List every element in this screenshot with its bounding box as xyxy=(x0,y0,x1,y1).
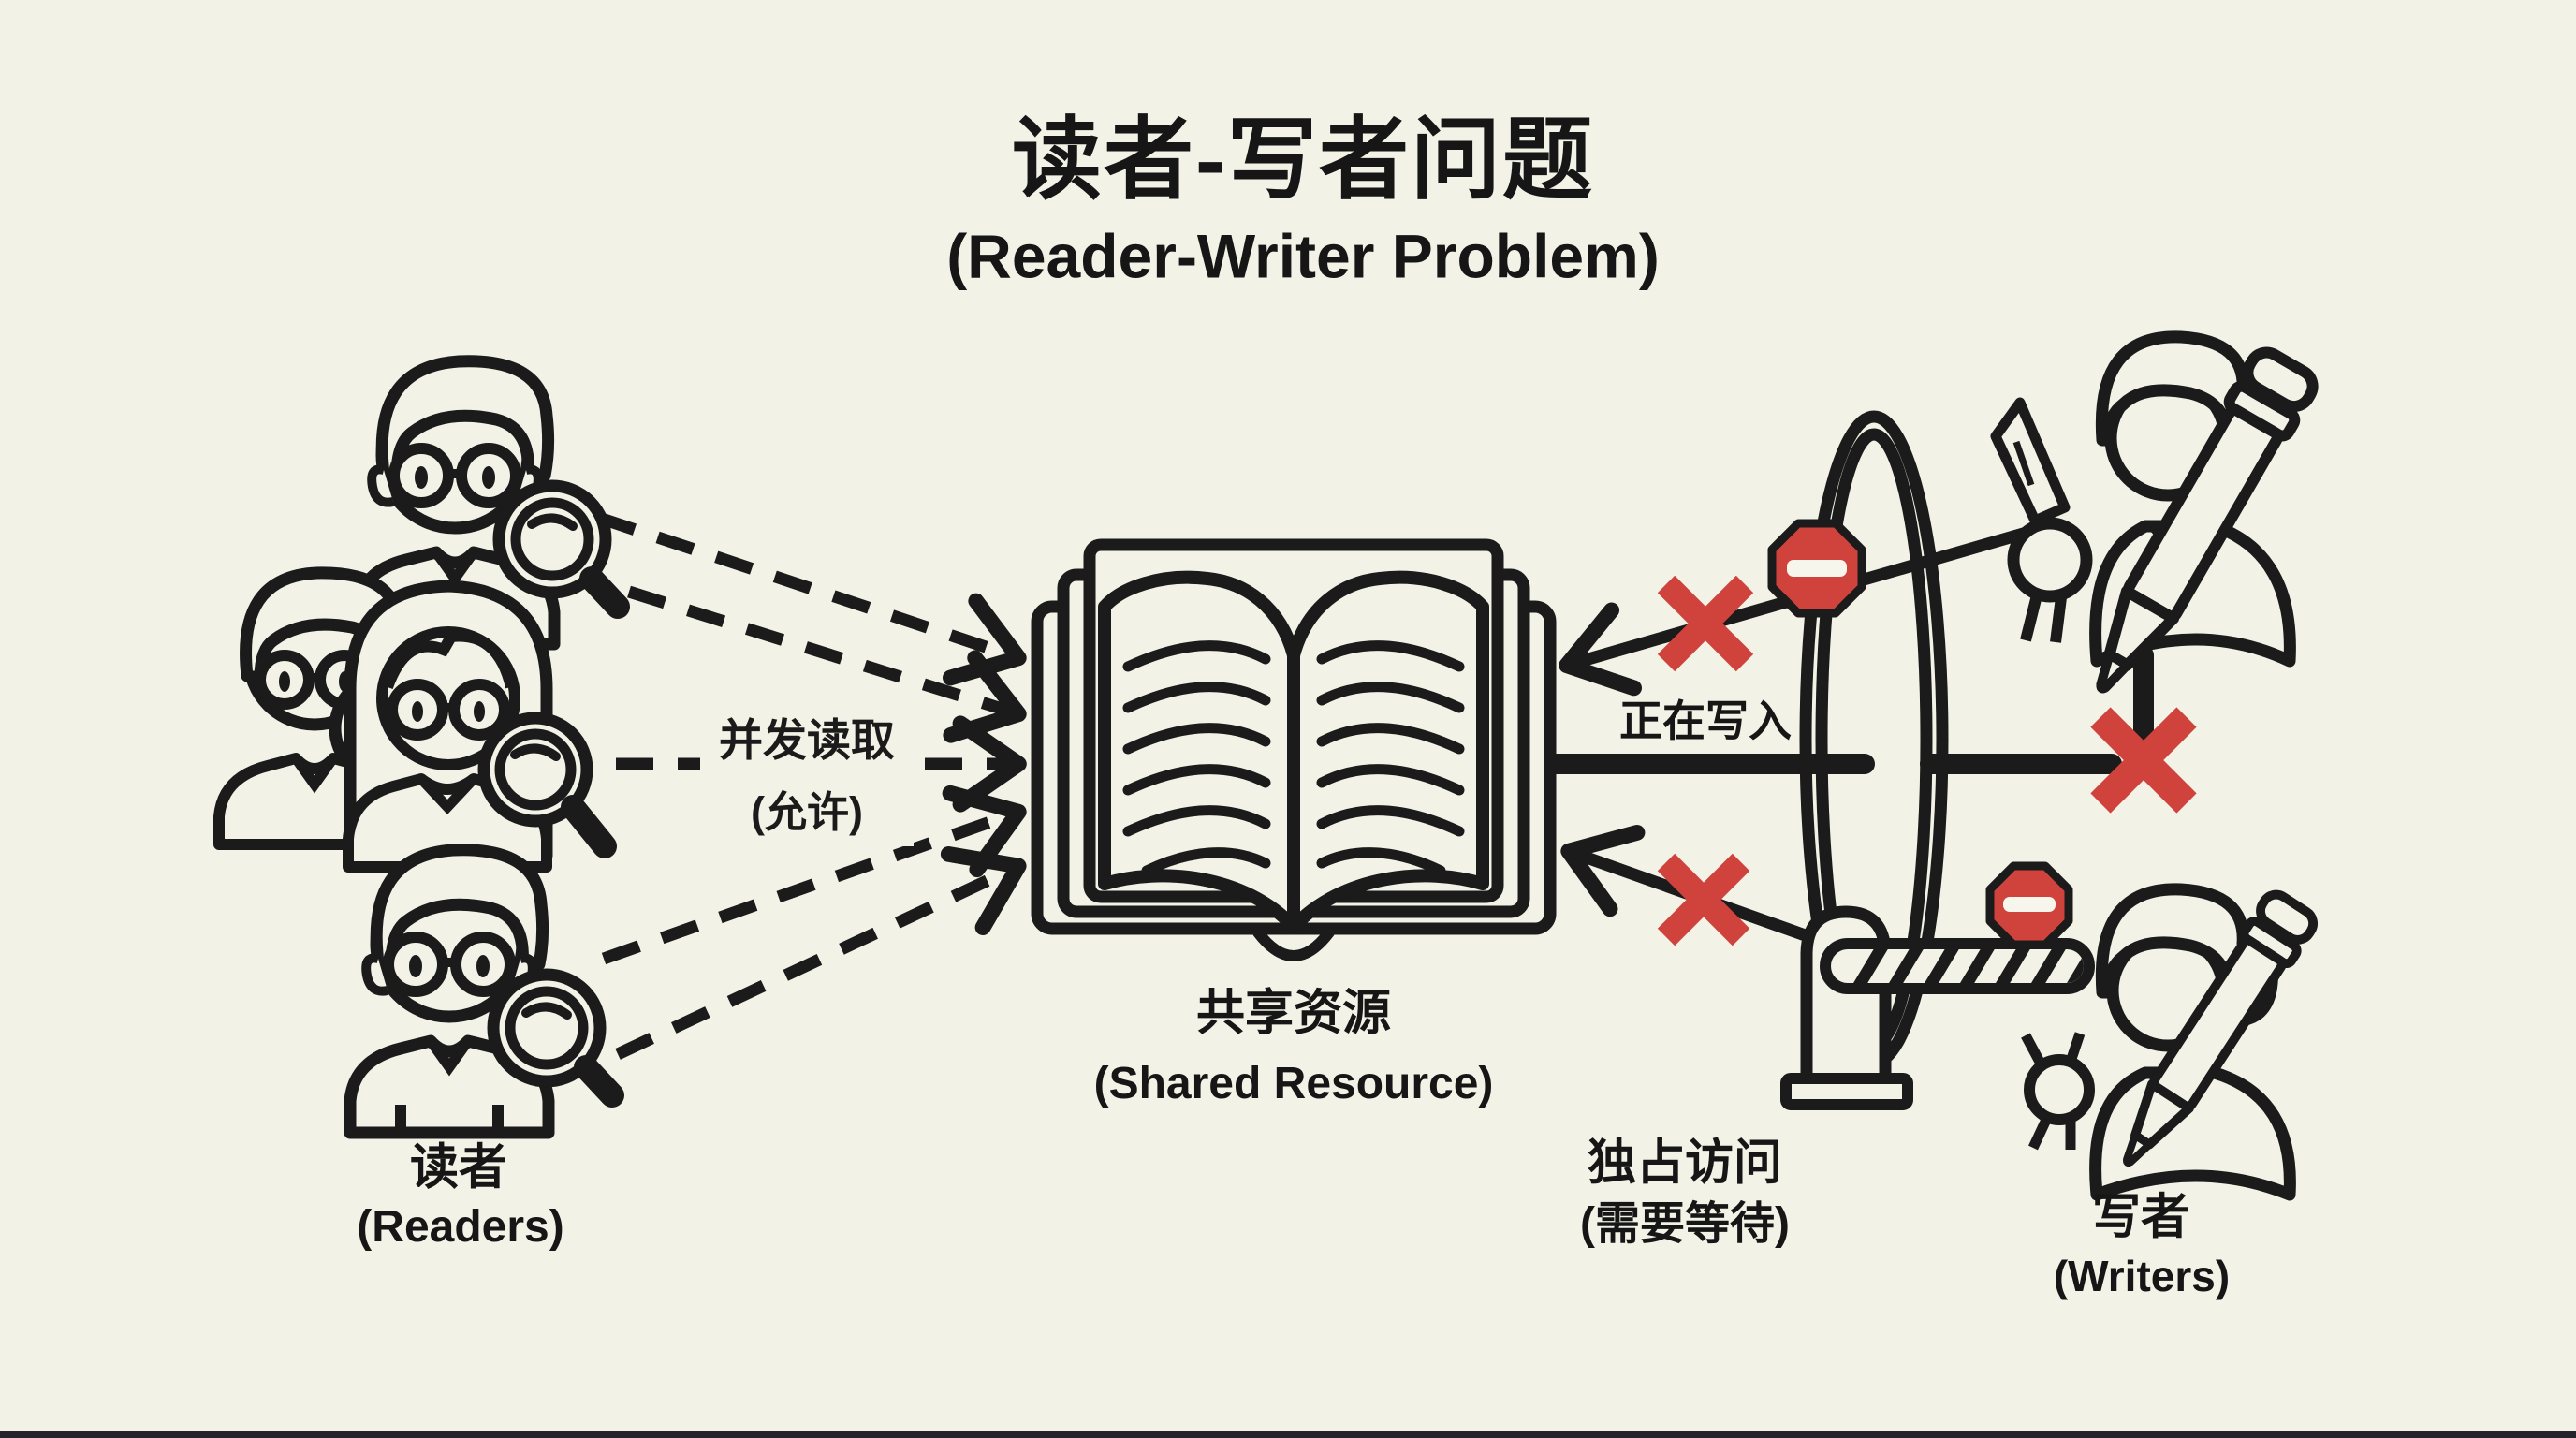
reader-figure-3 xyxy=(350,850,612,1133)
dashed-arrow xyxy=(627,585,1027,743)
exclusive-access-label-zh: 独占访问 xyxy=(1587,1136,1783,1191)
reader-figure-2-front xyxy=(348,586,605,867)
writers-label-zh: 写者 xyxy=(2091,1190,2190,1245)
exclusive-access-label-note: (需要等待) xyxy=(1580,1198,1790,1249)
dashed-arrow xyxy=(601,785,1027,965)
boom-barrier-icon xyxy=(1780,905,2095,1110)
writer-figure-1 xyxy=(1990,330,2319,705)
page-subtitle: (Reader-Writer Problem) xyxy=(946,221,1660,291)
concurrent-read-label-note: (允许) xyxy=(751,788,863,836)
dashed-arrow xyxy=(596,511,1027,686)
writing-now-label: 正在写入 xyxy=(1619,696,1792,745)
image-bottom-edge xyxy=(0,1431,2576,1438)
fountain-pen-nib-icon xyxy=(1990,397,2071,526)
red-x-icon xyxy=(1657,575,1754,672)
readers-label-en: (Readers) xyxy=(357,1201,564,1252)
concurrent-read-label-zh: 并发读取 xyxy=(719,715,895,765)
red-x-icon xyxy=(1657,853,1750,946)
red-x-icon xyxy=(2090,707,2197,814)
no-entry-sign-icon xyxy=(1767,519,1866,618)
shared-resource-label-zh: 共享资源 xyxy=(1195,986,1392,1041)
shared-resource-label-en: (Shared Resource) xyxy=(1093,1058,1494,1108)
writer-hand xyxy=(2021,1032,2095,1151)
readers-label-zh: 读者 xyxy=(409,1140,508,1196)
open-book-icon xyxy=(1031,538,1557,961)
page-lines xyxy=(1122,640,1465,876)
concurrent-read-label: 并发读取 (允许) xyxy=(700,697,914,846)
no-entry-sign-icon xyxy=(1985,861,2073,949)
writers-label-en: (Writers) xyxy=(2053,1251,2231,1300)
dashed-arrow xyxy=(615,845,1027,1060)
page-title: 读者-写者问题 xyxy=(1012,110,1594,211)
writer-figure-2 xyxy=(2021,883,2319,1201)
